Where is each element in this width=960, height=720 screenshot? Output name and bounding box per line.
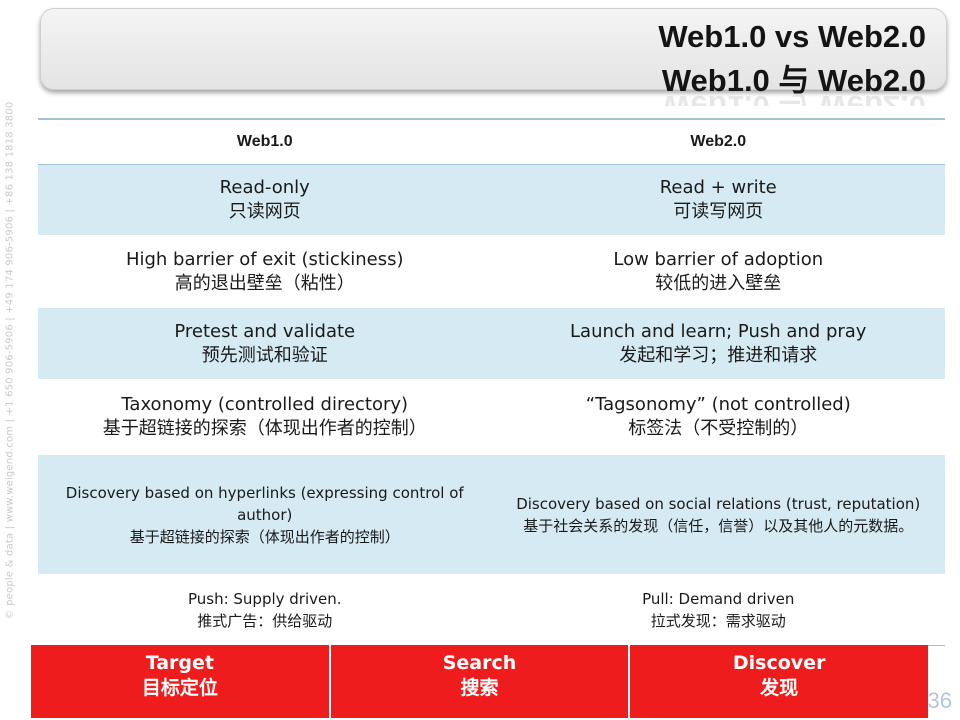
header-web1: Web1.0 xyxy=(236,133,293,150)
category-discover: Discover 发现 xyxy=(630,645,928,718)
cell-web2: Launch and learn; Push and pray 发起和学习；推进… xyxy=(492,308,946,379)
cell-text-zh: 基于超链接的探索（体现出作者的控制） xyxy=(102,418,427,439)
cell-text-zh: 基于超链接的探索（体现出作者的控制） xyxy=(129,527,400,546)
cell-text-en: Pretest and validate xyxy=(174,320,356,342)
cell-text-zh: 基于社会关系的发现（信任，信誉）以及其他人的元数据。 xyxy=(523,516,914,535)
cell-text-en: Discovery based on hyperlinks (expressin… xyxy=(65,483,464,524)
cell-text-en: Read-only xyxy=(219,177,310,198)
page-number: 36 xyxy=(927,688,952,713)
contact-strip-text: © people & data | www.weigend.com | +1 6… xyxy=(4,101,16,619)
cell-text-zh: 可读写网页 xyxy=(673,201,764,222)
title-banner: Web1.0 vs Web2.0 Web1.0 与 Web2.0 xyxy=(40,8,947,98)
category-label-zh: 发现 xyxy=(760,677,799,699)
cell-text-en: High barrier of exit (stickiness) xyxy=(125,248,404,270)
title-line-2: Web1.0 与 Web2.0 xyxy=(661,63,926,98)
bottom-category-bar: Target 目标定位 Search 搜索 Discover 发现 xyxy=(31,645,928,718)
category-label-en: Target xyxy=(145,652,214,674)
cell-web2: Pull: Demand driven 拉式发现：需求驱动 xyxy=(492,574,946,645)
cell-text-zh: 高的退出壁垒（粘性） xyxy=(174,272,355,294)
cell-text-en: Taxonomy (controlled directory) xyxy=(121,394,409,415)
cell-web2: Read + write 可读写网页 xyxy=(492,165,946,235)
cell-text-en: Push: Supply driven. xyxy=(187,589,342,608)
category-label-zh: 搜索 xyxy=(460,677,499,699)
table-row: Push: Supply driven. 推式广告：供给驱动 Pull: Dem… xyxy=(38,574,945,646)
cell-text-en: Discovery based on social relations (tru… xyxy=(516,494,921,513)
category-label-en: Search xyxy=(442,652,517,674)
cell-text-zh: 只读网页 xyxy=(228,201,301,222)
category-label-zh: 目标定位 xyxy=(141,677,218,699)
title-line-1: Web1.0 vs Web2.0 xyxy=(658,19,926,54)
cell-web1: High barrier of exit (stickiness) 高的退出壁垒… xyxy=(38,235,492,308)
title-reflection: Web1.0 与 Web2.0 xyxy=(662,90,926,106)
side-strip: © people & data | www.weigend.com | +1 6… xyxy=(0,0,20,720)
cell-web2: Low barrier of adoption 较低的进入壁垒 xyxy=(492,235,946,308)
cell-web2: “Tagsonomy” (not controlled) 标签法（不受控制的） xyxy=(492,379,946,455)
cell-text-en: Pull: Demand driven xyxy=(642,589,795,608)
cell-text-zh: 较低的进入壁垒 xyxy=(655,272,782,294)
category-target: Target 目标定位 xyxy=(31,645,331,718)
comparison-table: Web1.0 Web2.0 Read-only 只读网页 Read + writ… xyxy=(38,118,945,646)
cell-web1: Pretest and validate 预先测试和验证 xyxy=(38,308,492,379)
title-reflection-text: Web1.0 与 Web2.0 xyxy=(662,90,926,106)
header-web2: Web2.0 xyxy=(690,133,747,150)
category-label-en: Discover xyxy=(732,652,826,674)
table-row: High barrier of exit (stickiness) 高的退出壁垒… xyxy=(38,235,945,308)
cell-text-en: “Tagsonomy” (not controlled) xyxy=(585,394,851,415)
category-search: Search 搜索 xyxy=(331,645,631,718)
table-row: Pretest and validate 预先测试和验证 Launch and … xyxy=(38,308,945,379)
cell-text-en: Launch and learn; Push and pray xyxy=(570,320,867,342)
cell-text-zh: 标签法（不受控制的） xyxy=(628,418,809,439)
cell-web1: Push: Supply driven. 推式广告：供给驱动 xyxy=(38,574,492,645)
cell-text-zh: 拉式发现：需求驱动 xyxy=(650,611,786,630)
cell-text-en: Low barrier of adoption xyxy=(613,248,824,270)
cell-web1: Discovery based on hyperlinks (expressin… xyxy=(38,455,492,574)
cell-web1: Read-only 只读网页 xyxy=(38,165,492,235)
table-row: Taxonomy (controlled directory) 基于超链接的探索… xyxy=(38,379,945,455)
table-row: Discovery based on hyperlinks (expressin… xyxy=(38,455,945,574)
cell-text-en: Read + write xyxy=(659,177,777,198)
table-row: Read-only 只读网页 Read + write 可读写网页 xyxy=(38,165,945,235)
cell-web2: Discovery based on social relations (tru… xyxy=(492,455,946,574)
table-header-row: Web1.0 Web2.0 xyxy=(38,118,945,165)
cell-text-zh: 推式广告：供给驱动 xyxy=(197,611,333,630)
cell-text-zh: 预先测试和验证 xyxy=(201,344,328,366)
cell-text-zh: 发起和学习；推进和请求 xyxy=(619,344,818,366)
cell-web1: Taxonomy (controlled directory) 基于超链接的探索… xyxy=(38,379,492,455)
